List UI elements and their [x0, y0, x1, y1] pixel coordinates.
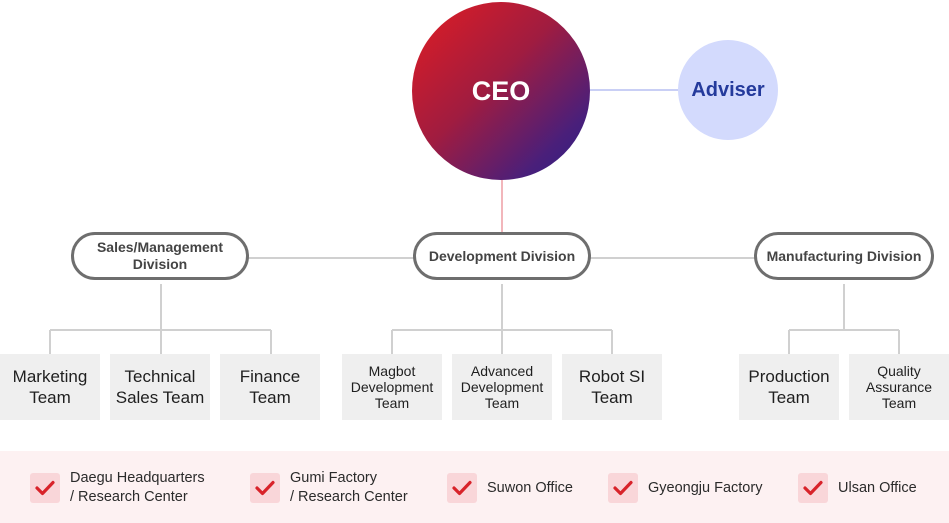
team-label: Robot SI Team — [578, 367, 646, 407]
division-sales-management: Sales/Management Division — [71, 232, 249, 280]
division-development: Development Division — [413, 232, 591, 280]
team-label: Production Team — [748, 367, 830, 407]
check-icon — [798, 473, 828, 503]
team-production: Production Team — [739, 354, 839, 420]
team-technical-sales: Technical Sales Team — [110, 354, 210, 420]
team-label: Technical Sales Team — [115, 367, 205, 407]
team-quality-assurance: Quality Assurance Team — [849, 354, 949, 420]
team-label: Magbot Development Team — [350, 363, 434, 411]
location-suwon: Suwon Office — [447, 473, 573, 503]
division-manufacturing: Manufacturing Division — [754, 232, 934, 280]
division-label: Sales/Management Division — [96, 239, 224, 272]
team-label: Marketing Team — [12, 367, 88, 407]
check-icon — [250, 473, 280, 503]
adviser-node: Adviser — [678, 40, 778, 140]
check-icon — [608, 473, 638, 503]
location-daegu: Daegu Headquarters / Research Center — [30, 470, 205, 505]
location-label: Gumi Factory / Research Center — [290, 470, 408, 505]
team-label: Quality Assurance Team — [865, 363, 933, 411]
team-robot-si: Robot SI Team — [562, 354, 662, 420]
team-magbot-development: Magbot Development Team — [342, 354, 442, 420]
division-label: Development Division — [428, 247, 576, 264]
division-label: Manufacturing Division — [766, 247, 922, 264]
location-gumi: Gumi Factory / Research Center — [250, 470, 408, 505]
check-icon — [30, 473, 60, 503]
location-label: Gyeongju Factory — [648, 479, 763, 496]
check-icon — [447, 473, 477, 503]
location-label: Suwon Office — [487, 479, 573, 496]
team-label: Finance Team — [239, 367, 301, 407]
team-label: Advanced Development Team — [460, 363, 544, 411]
location-label: Daegu Headquarters / Research Center — [70, 470, 205, 505]
team-marketing: Marketing Team — [0, 354, 100, 420]
ceo-label: CEO — [471, 75, 531, 106]
location-gyeongju: Gyeongju Factory — [608, 473, 762, 503]
ceo-node: CEO — [412, 2, 590, 180]
location-label: Ulsan Office — [838, 479, 917, 496]
team-finance: Finance Team — [220, 354, 320, 420]
adviser-label: Adviser — [691, 78, 765, 101]
location-ulsan: Ulsan Office — [798, 473, 917, 503]
team-advanced-development: Advanced Development Team — [452, 354, 552, 420]
